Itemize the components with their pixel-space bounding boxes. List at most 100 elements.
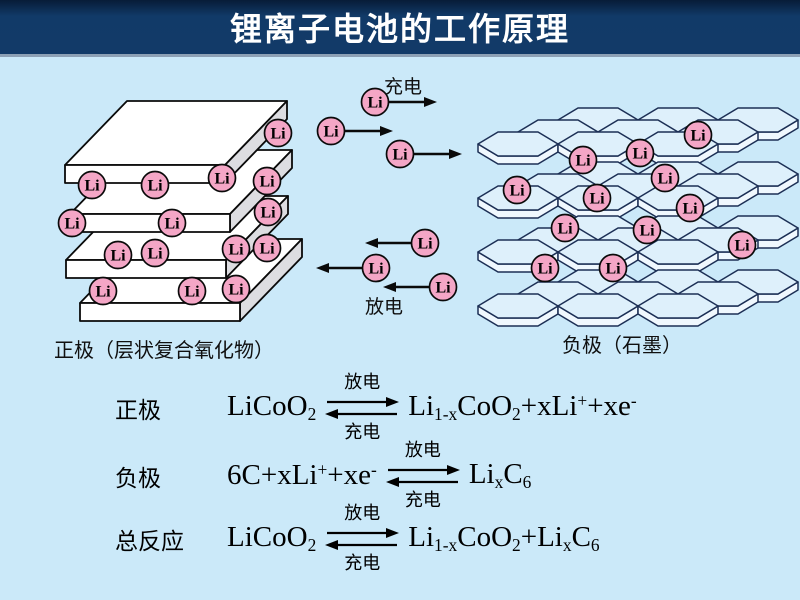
li-ion: Li xyxy=(140,238,170,268)
svg-text:Li: Li xyxy=(605,261,621,278)
charge-direction-label: 充电 xyxy=(344,421,381,442)
svg-text:Li: Li xyxy=(367,95,383,112)
equation-left-side: 6C+xLi++xe- xyxy=(227,459,377,492)
svg-text:Li: Li xyxy=(632,146,648,163)
li-ion: Li xyxy=(650,163,680,193)
svg-text:Li: Li xyxy=(228,242,244,259)
svg-text:Li: Li xyxy=(259,241,275,258)
svg-text:Li: Li xyxy=(589,191,605,208)
equilibrium-arrows: 放电 充电 xyxy=(325,372,400,443)
discharge-direction-label: 放电 xyxy=(404,440,441,460)
li-ion: Li xyxy=(360,87,390,117)
li-ion: Li xyxy=(683,120,713,150)
slide-title: 锂离子电池的工作原理 xyxy=(229,11,570,47)
svg-text:Li: Li xyxy=(110,248,126,265)
svg-text:Li: Li xyxy=(639,223,655,240)
equation-label: 正极 xyxy=(115,397,161,423)
li-ion: Li xyxy=(252,233,282,263)
cathode-caption: 正极（层状复合氧化物） xyxy=(54,340,274,362)
li-ion: Li xyxy=(207,163,237,193)
li-ion: Li xyxy=(625,138,655,168)
svg-text:Li: Li xyxy=(214,171,230,188)
equation-label: 总反应 xyxy=(115,528,184,554)
li-ion: Li xyxy=(221,234,251,264)
equation-right-side: Li1-xCoO2+LixC6 xyxy=(408,521,600,556)
li-ion: Li xyxy=(675,193,705,223)
li-ion: Li xyxy=(221,274,251,304)
discharge-label: 放电 xyxy=(364,297,404,318)
svg-text:Li: Li xyxy=(417,236,433,253)
svg-text:Li: Li xyxy=(392,147,408,164)
svg-text:Li: Li xyxy=(323,124,339,141)
li-ion: Li xyxy=(177,276,207,306)
discharge-arrow xyxy=(316,263,362,273)
svg-text:Li: Li xyxy=(260,205,276,222)
charge-direction-label: 充电 xyxy=(344,552,381,573)
svg-text:Li: Li xyxy=(435,280,451,297)
li-ion: Li xyxy=(157,208,187,238)
li-ion: Li xyxy=(263,118,293,148)
svg-text:Li: Li xyxy=(270,126,286,143)
svg-text:Li: Li xyxy=(147,178,163,195)
svg-text:Li: Li xyxy=(147,246,163,263)
li-ion: Li xyxy=(316,116,346,146)
svg-text:Li: Li xyxy=(509,183,525,200)
equation-left-side: LiCoO2 xyxy=(227,521,317,556)
svg-text:Li: Li xyxy=(734,238,750,255)
li-ion: Li xyxy=(550,213,580,243)
equation-anode: 负极 6C+xLi++xe- 放电 充电 LixC6 xyxy=(115,440,532,511)
svg-text:Li: Li xyxy=(164,216,180,233)
li-ion: Li xyxy=(361,253,391,283)
discharge-direction-label: 放电 xyxy=(344,503,381,523)
reversible-arrow-icon xyxy=(325,396,400,419)
anode-caption: 负极（石墨） xyxy=(562,335,682,357)
li-ion: Li xyxy=(568,145,598,175)
svg-text:Li: Li xyxy=(557,221,573,238)
svg-text:Li: Li xyxy=(368,261,384,278)
svg-text:Li: Li xyxy=(259,174,275,191)
reversible-arrow-icon xyxy=(325,527,400,550)
li-ion: Li xyxy=(253,197,283,227)
reversible-arrow-icon xyxy=(385,464,460,487)
li-ion: Li xyxy=(57,208,87,238)
li-ion: Li xyxy=(428,272,458,302)
li-ion: Li xyxy=(103,240,133,270)
graphite-layer xyxy=(477,269,799,327)
charge-arrow xyxy=(414,149,462,159)
cathode-plate xyxy=(64,100,288,184)
svg-text:Li: Li xyxy=(657,171,673,188)
li-ion: Li xyxy=(88,276,118,306)
svg-text:Li: Li xyxy=(228,282,244,299)
li-ion: Li xyxy=(385,139,415,169)
equation-left-side: LiCoO2 xyxy=(227,390,317,425)
svg-text:Li: Li xyxy=(84,178,100,195)
li-ion: Li xyxy=(598,253,628,283)
charge-direction-label: 充电 xyxy=(404,489,441,510)
charge-arrow xyxy=(345,126,393,136)
li-ion: Li xyxy=(582,183,612,213)
svg-text:Li: Li xyxy=(64,216,80,233)
svg-text:Li: Li xyxy=(537,261,553,278)
title-bar: 锂离子电池的工作原理 xyxy=(0,0,800,57)
equilibrium-arrows: 放电 充电 xyxy=(385,440,460,511)
li-ion: Li xyxy=(502,175,532,205)
equation-cathode: 正极 LiCoO2 放电 充电 Li1-xCoO2+xLi++xe- xyxy=(115,372,637,443)
equation-label: 负极 xyxy=(115,465,161,491)
li-ion: Li xyxy=(77,170,107,200)
li-ion: Li xyxy=(252,166,282,196)
discharge-arrow xyxy=(365,238,411,248)
li-ion: Li xyxy=(727,230,757,260)
svg-text:Li: Li xyxy=(575,153,591,170)
equation-total: 总反应 LiCoO2 放电 充电 Li1-xCoO2+LixC6 xyxy=(115,503,600,574)
li-ion: Li xyxy=(632,215,662,245)
equilibrium-arrows: 放电 充电 xyxy=(325,503,400,574)
discharge-arrow xyxy=(383,282,429,292)
charge-label: 充电 xyxy=(383,77,423,98)
svg-text:Li: Li xyxy=(184,284,200,301)
equation-right-side: LixC6 xyxy=(468,458,532,493)
li-ion: Li xyxy=(530,253,560,283)
li-ion: Li xyxy=(410,228,440,258)
equation-right-side: Li1-xCoO2+xLi++xe- xyxy=(408,390,637,425)
